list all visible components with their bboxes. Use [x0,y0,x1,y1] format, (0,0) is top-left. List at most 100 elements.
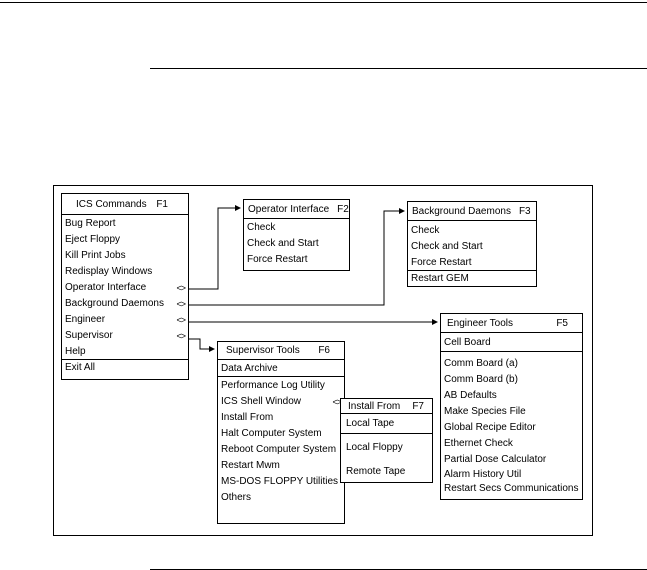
menu-item-check-and-start[interactable]: Check and Start [408,239,536,255]
menu-item-label: MS-DOS FLOPPY Utilities [221,476,339,487]
menu-item-check[interactable]: Check [244,220,349,236]
function-key: F6 [318,345,330,356]
function-key: F7 [412,400,424,412]
menu-item-operator-interface[interactable]: Operator Interface<> [62,280,188,296]
menu-item-label: Restart Secs Communications [444,483,579,494]
menu-item-remote-tape[interactable]: Remote Tape [341,460,432,484]
menu-item-label: Others [221,492,252,503]
menu-item-background-daemons[interactable]: Background Daemons<> [62,296,188,312]
menu-item-label: Check [411,225,440,236]
submenu-arrow-icon: <> [332,397,341,407]
engineer-tools-menu: Engineer Tools F5 Cell Board Comm Board … [440,313,583,500]
menu-item-label: Install From [221,412,274,423]
menu-item-restart-mwm[interactable]: Restart Mwm [218,458,344,474]
menu-item-label: Operator Interface [65,282,147,293]
menu-item-label: Cell Board [444,336,491,348]
menu-title: Background Daemons [412,205,511,217]
menu-title: ICS Commands [76,198,147,210]
function-key: F5 [556,317,568,329]
menu-title: Engineer Tools [447,317,513,329]
menu-item-label: Make Species File [444,406,526,417]
menu-item-label: Bug Report [65,218,116,229]
menu-item-label: Remote Tape [346,466,406,477]
menu-item-force-restart[interactable]: Force Restart [408,255,536,271]
menu-item-eject-floppy[interactable]: Eject Floppy [62,232,188,248]
ics-commands-title-bar: ICS Commands F1 [62,194,188,215]
menu-item-label: AB Defaults [444,390,497,401]
menu-item-label: Local Floppy [346,442,403,453]
menu-item-others[interactable]: Others [218,490,344,506]
menu-item-label: Kill Print Jobs [65,250,126,261]
menu-item-label: Help [65,345,86,357]
menu-item-check[interactable]: Check [408,223,536,239]
menu-item-restart-secs-communications[interactable]: Restart Secs Communications [441,482,582,496]
menu-item-label: Check [247,222,276,233]
menu-item-redisplay-windows[interactable]: Redisplay Windows [62,264,188,280]
function-key: F1 [156,198,168,210]
menu-item-exit-all[interactable]: Exit All [62,360,188,376]
menu-item-label: Data Archive [221,362,278,374]
function-key: F3 [518,205,531,217]
menu-item-label: ICS Shell Window [221,396,302,407]
menu-item-ab-defaults[interactable]: AB Defaults [441,388,582,404]
submenu-arrow-icon: <> [176,315,185,325]
menu-item-engineer[interactable]: Engineer <> [62,312,188,328]
menu-item-label: Eject Floppy [65,234,121,245]
menu-item-label: Exit All [65,362,96,373]
menu-item-comm-board-a[interactable]: Comm Board (a) [441,356,582,372]
menu-item-force-restart[interactable]: Force Restart [244,252,349,268]
figure-frame [53,185,593,536]
menu-item-label: Local Tape [346,417,395,429]
menu-item-kill-print-jobs[interactable]: Kill Print Jobs [62,248,188,264]
function-key: F2 [337,203,349,215]
operator-interface-title-bar: Operator Interface F2 [244,200,349,219]
menu-item-ms-dos-floppy-utilities[interactable]: MS-DOS FLOPPY Utilities [218,474,344,490]
menu-item-install-from[interactable]: Install From [218,410,344,426]
menu-item-ics-shell-window[interactable]: ICS Shell Window <> [218,394,344,410]
menu-item-performance-log-utility[interactable]: Performance Log Utility [218,378,344,394]
operator-interface-menu: Operator Interface F2 Check Check and St… [243,199,350,271]
menu-item-cell-board[interactable]: Cell Board [441,334,582,352]
menu-item-label: Engineer [65,314,106,325]
menu-item-label: Halt Computer System [221,428,322,439]
section-rule-top [150,68,647,69]
menu-item-make-species-file[interactable]: Make Species File [441,404,582,420]
menu-item-label: Restart Mwm [221,460,280,471]
background-daemons-menu: Background Daemons F3 Check Check and St… [407,201,537,287]
menu-item-label: Comm Board (a) [444,358,518,369]
menu-item-halt-computer-system[interactable]: Halt Computer System [218,426,344,442]
menu-item-label: Reboot Computer System [221,444,337,455]
menu-item-comm-board-b[interactable]: Comm Board (b) [441,372,582,388]
menu-item-local-floppy[interactable]: Local Floppy [341,436,432,460]
menu-item-check-and-start[interactable]: Check and Start [244,236,349,252]
menu-item-label: Check and Start [247,238,319,249]
menu-item-label: Ethernet Check [444,438,513,449]
menu-item-bug-report[interactable]: Bug Report [62,216,188,232]
menu-item-local-tape[interactable]: Local Tape [341,414,432,434]
menu-item-label: Background Daemons [65,298,164,309]
menu-item-global-recipe-editor[interactable]: Global Recipe Editor [441,420,582,436]
supervisor-tools-menu: Supervisor Tools F6 Data Archive Perform… [217,341,345,524]
install-from-title-bar: Install From F7 [341,399,432,414]
menu-item-label: Performance Log Utility [221,380,325,391]
background-daemons-title-bar: Background Daemons F3 [408,202,536,221]
menu-item-ethernet-check[interactable]: Ethernet Check [441,436,582,452]
menu-item-reboot-computer-system[interactable]: Reboot Computer System [218,442,344,458]
submenu-arrow-icon: <> [176,331,185,341]
menu-item-partial-dose-calculator[interactable]: Partial Dose Calculator [441,452,582,468]
menu-title: Operator Interface [248,203,330,215]
top-page-rule [0,2,647,3]
menu-item-label: Restart GEM [411,273,469,284]
menu-item-restart-gem[interactable]: Restart GEM [408,271,536,287]
menu-item-supervisor[interactable]: Supervisor<> [62,328,188,344]
menu-item-label: Force Restart [247,254,308,265]
menu-title: Supervisor Tools [226,345,300,356]
ics-commands-menu: ICS Commands F1 Bug Report Eject Floppy … [61,193,189,380]
menu-item-help[interactable]: Help [62,344,188,360]
menu-item-alarm-history-util[interactable]: Alarm History Util [441,468,582,482]
menu-title: Install From [348,400,401,412]
menu-item-data-archive[interactable]: Data Archive [218,361,344,377]
menu-item-label: Partial Dose Calculator [444,454,547,465]
menu-item-label: Global Recipe Editor [444,422,536,433]
menu-item-label: Comm Board (b) [444,374,518,385]
